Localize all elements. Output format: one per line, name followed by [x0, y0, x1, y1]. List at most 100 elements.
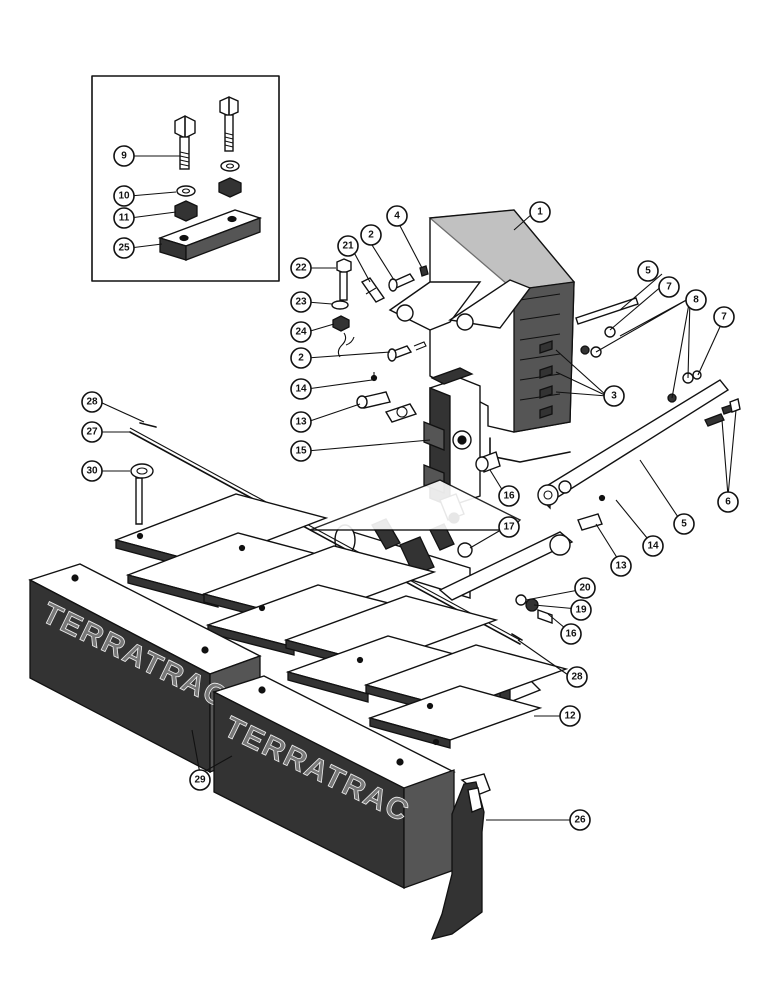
bracket-bolts-3: [539, 340, 553, 419]
svg-text:2: 2: [368, 230, 374, 241]
svg-text:17: 17: [503, 522, 515, 533]
callout-10: 10: [113, 185, 135, 207]
svg-text:4: 4: [394, 211, 400, 222]
svg-text:29: 29: [194, 775, 206, 786]
callout-8: 8: [685, 289, 707, 311]
svg-text:20: 20: [579, 583, 591, 594]
svg-text:28: 28: [571, 672, 583, 683]
callout-1: 1: [529, 201, 551, 223]
svg-text:6: 6: [725, 497, 731, 508]
svg-text:14: 14: [295, 384, 307, 395]
callout-14-left: 14: [290, 378, 312, 400]
nut-24: [332, 315, 350, 332]
callout-2-mid: 2: [290, 347, 312, 369]
callout-14-right: 14: [642, 535, 664, 557]
pin-28-bottom: [511, 633, 523, 641]
svg-text:26: 26: [574, 815, 586, 826]
svg-text:7: 7: [721, 312, 727, 323]
scarifier-tooth-26: [430, 773, 491, 940]
bolt-16: [537, 609, 553, 624]
svg-text:16: 16: [565, 629, 577, 640]
svg-text:13: 13: [615, 561, 627, 572]
callout-12: 12: [559, 705, 581, 727]
callout-30: 30: [81, 460, 103, 482]
svg-text:27: 27: [86, 427, 98, 438]
callout-21: 21: [337, 235, 359, 257]
pin-14-lower: [598, 494, 606, 502]
bolt-22: [336, 258, 352, 301]
svg-text:12: 12: [564, 711, 576, 722]
svg-text:13: 13: [295, 417, 307, 428]
callout-4: 4: [386, 205, 408, 227]
callout-28-bottom: 28: [566, 666, 588, 688]
svg-text:9: 9: [121, 151, 127, 162]
callout-5-top: 5: [637, 260, 659, 282]
pin-28-top: [139, 422, 157, 428]
washer-4: [419, 265, 429, 277]
svg-text:21: 21: [342, 241, 354, 252]
plate-25: [157, 209, 263, 261]
pin-13-lower: [577, 513, 603, 531]
callout-15: 15: [290, 440, 312, 462]
post-30: [135, 477, 143, 525]
link-arm-5: [537, 297, 730, 510]
inset-frame: [91, 75, 280, 282]
svg-text:2: 2: [298, 353, 304, 364]
callout-19: 19: [570, 599, 592, 621]
svg-text:3: 3: [611, 391, 617, 402]
callout-9: 9: [113, 145, 135, 167]
svg-text:30: 30: [86, 466, 98, 477]
callout-27: 27: [81, 421, 103, 443]
callout-17: 17: [498, 516, 520, 538]
callout-23: 23: [290, 291, 312, 313]
callout-7-right: 7: [713, 306, 735, 328]
svg-text:1: 1: [537, 207, 543, 218]
callout-16-top: 16: [498, 485, 520, 507]
svg-text:16: 16: [503, 491, 515, 502]
callout-11: 11: [113, 207, 135, 229]
chain-link-24: [337, 332, 355, 358]
callout-24: 24: [290, 321, 312, 343]
washer-10-right: [220, 160, 240, 172]
svg-text:22: 22: [295, 263, 307, 274]
svg-text:25: 25: [118, 243, 130, 254]
svg-text:5: 5: [681, 519, 687, 530]
nut-11-right: [218, 177, 242, 198]
mounting-bracket-1: [388, 209, 576, 463]
tag-30: [130, 463, 154, 479]
svg-text:28: 28: [86, 397, 98, 408]
washer-23: [331, 300, 349, 310]
callout-13-right: 13: [610, 555, 632, 577]
svg-text:10: 10: [118, 191, 130, 202]
callout-13-left: 13: [290, 411, 312, 433]
callout-26: 26: [569, 809, 591, 831]
bolt-9-right: [219, 96, 239, 152]
svg-text:5: 5: [645, 266, 651, 277]
nut-11: [174, 200, 198, 222]
washer-20: [515, 594, 527, 606]
callout-2-top: 2: [360, 224, 382, 246]
callout-6: 6: [717, 491, 739, 513]
ballast-plates: [113, 493, 569, 749]
callout-7-top: 7: [658, 276, 680, 298]
svg-text:23: 23: [295, 297, 307, 308]
callout-29: 29: [189, 769, 211, 791]
svg-text:11: 11: [119, 213, 130, 224]
svg-text:7: 7: [666, 282, 672, 293]
washer-10: [176, 185, 196, 197]
svg-text:15: 15: [295, 446, 307, 457]
callout-20: 20: [574, 577, 596, 599]
svg-text:19: 19: [575, 605, 587, 616]
svg-text:14: 14: [647, 541, 659, 552]
callout-16-bottom: 16: [560, 623, 582, 645]
bolt-9: [174, 115, 196, 170]
svg-text:8: 8: [693, 295, 699, 306]
svg-text:24: 24: [295, 327, 307, 338]
callout-25: 25: [113, 237, 135, 259]
callout-28-top: 28: [81, 391, 103, 413]
callout-5-bottom: 5: [673, 513, 695, 535]
inset-detail: [91, 75, 280, 282]
callout-3: 3: [603, 385, 625, 407]
callout-22: 22: [290, 257, 312, 279]
